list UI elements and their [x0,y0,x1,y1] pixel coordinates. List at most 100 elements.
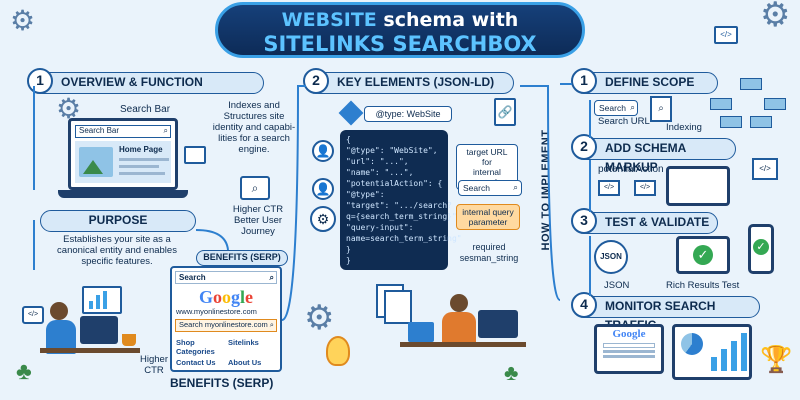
benefits-heading-bottom: BENEFITS (SERP) [170,376,274,390]
sitelink[interactable]: Sitelinks [228,338,259,347]
pie-icon [681,333,703,355]
search-icon: ⌕ [513,182,518,192]
search-icon: ⌕ [269,320,274,329]
laptop-search-text: Search Bar [79,126,120,135]
json-label: JSON [604,280,630,291]
purpose-line: canonical entity and enables [57,245,177,256]
search-icon: ⌕ [269,273,274,282]
step-number: 4 [571,292,597,318]
mug-icon [122,334,136,346]
sitelink[interactable]: About Us [228,358,262,367]
code-icon: </> [22,306,44,324]
serp-url[interactable]: www.myonlinestore.com [176,307,257,316]
target-note-line: target URL for [466,147,508,167]
link-document-icon: 🔗 [494,98,516,126]
param-note-line: parameter [468,217,508,227]
type-label: @type: WebSite [364,106,452,122]
magnifier-icon: ⌕ [240,176,270,200]
google-letter: o [222,287,231,307]
tablet-icon [666,166,730,206]
search-bar-label: Search Bar [120,104,171,115]
google-label: Google [612,328,646,340]
code-line: "url": "...", [346,157,409,166]
code-line: } [346,256,351,265]
indexing-label: Indexing [666,122,702,133]
sitelink[interactable]: Contact Us [176,358,216,367]
serp-search-box[interactable]: Search⌕ [175,271,277,284]
search-pill-text: Search [463,183,490,193]
google-letter: l [240,287,246,307]
step3-heading: 3 TEST & VALIDATE [571,208,718,234]
rich-results-label: Rich Results Test [666,280,740,291]
image-icon [79,147,113,177]
desk [40,348,140,353]
step1-heading-text: DEFINE SCOPE [605,75,695,89]
higher-ctr-line: CTR [144,365,164,376]
plant-icon: ♣ [504,360,519,385]
desc-line: Structures site [223,111,285,122]
step-number: 1 [571,68,597,94]
developer-illustration: </> ♣ [16,282,150,392]
laptop-page: Home Page [75,141,171,183]
workspace-illustration: ⚙ ♣ [300,280,530,396]
google-letter: e [245,287,254,307]
code-line: "@type": "WebSite", [346,146,438,155]
code-line: { [346,135,351,144]
google-letter: o [213,287,222,307]
gear-icon: ⚙ [10,5,36,36]
laptop-search-bar[interactable]: Search Bar⌕ [75,125,171,138]
key-elements-heading: 2 KEY ELEMENTS (JSON-LD) [303,68,514,94]
sitemap-diagram [700,78,800,132]
higher-ctr-line: Higher [140,354,168,365]
title-accent: WEBSITE [281,9,377,31]
sitelinks-grid: Shop Categories Sitelinks Contact Us Abo… [172,335,280,370]
overview-heading: 1 OVERVIEW & FUNCTION [27,68,264,94]
step-number: 3 [571,208,597,234]
sitelinks-search-text: Search myonlinestore.com [179,320,268,329]
scope-search-text: Search [599,103,626,113]
ctr-line: Higher CTR [232,204,284,215]
code-line: name=search_term_string" [346,234,462,243]
connector [520,85,561,301]
code-icon: </> [634,180,656,196]
step2-heading-text: ADD SCHEMA MARKUP [605,141,686,174]
books-icon [408,322,434,342]
step-number: 2 [303,68,329,94]
code-window-icon: </> [752,158,778,180]
checkmark-icon: ✓ [753,239,769,255]
step4-heading: 4 MONITOR SEARCH TRAFFIC [571,292,760,332]
param-note-line: internal query [462,207,514,217]
required-note-line: required [472,242,506,252]
sitelinks-search-field[interactable]: Search myonlinestore.com⌕ [175,319,277,332]
scope-search-box[interactable]: Search ⌕ [594,100,638,116]
monitor-icon [80,316,118,344]
search-url-label: Search URL [598,116,650,127]
code-line: "potentialAction": { [346,179,443,188]
google-logo: Google [172,287,280,307]
sitelink[interactable]: Shop Categories [176,338,215,356]
code-line: "name": "...", [346,168,414,177]
json-icon: JSON [594,240,628,274]
title-line-2: SITELINKS SEARCHBOX [263,32,537,56]
analytics-monitor: Google [594,324,664,374]
chart-board-icon [82,286,122,314]
search-pill[interactable]: Search ⌕ [458,180,522,196]
trophy-icon: 🏆 [760,344,793,374]
title-line-1: WEBSITE schema with [218,8,582,32]
connector [195,229,229,251]
overview-heading-text: OVERVIEW & FUNCTION [61,75,203,89]
code-line: "@type": [346,190,385,199]
step3-heading-text: TEST & VALIDATE [605,215,710,229]
plant-icon: ♣ [16,358,32,385]
required-note-line: sesman_string [459,253,519,263]
gear-icon: ⚙ [304,299,335,337]
purpose-line: specific features. [81,256,153,267]
browser-icon [184,146,206,164]
search-icon: ⌕ [630,102,635,112]
ctr-line: Journey [241,226,275,237]
brain-icon: ⚙ [310,206,336,232]
potential-action-label: potentialAction [598,164,664,175]
desc-line: engine. [238,144,270,155]
higher-ctr: Higher CTR [134,354,174,376]
connector [281,85,306,321]
